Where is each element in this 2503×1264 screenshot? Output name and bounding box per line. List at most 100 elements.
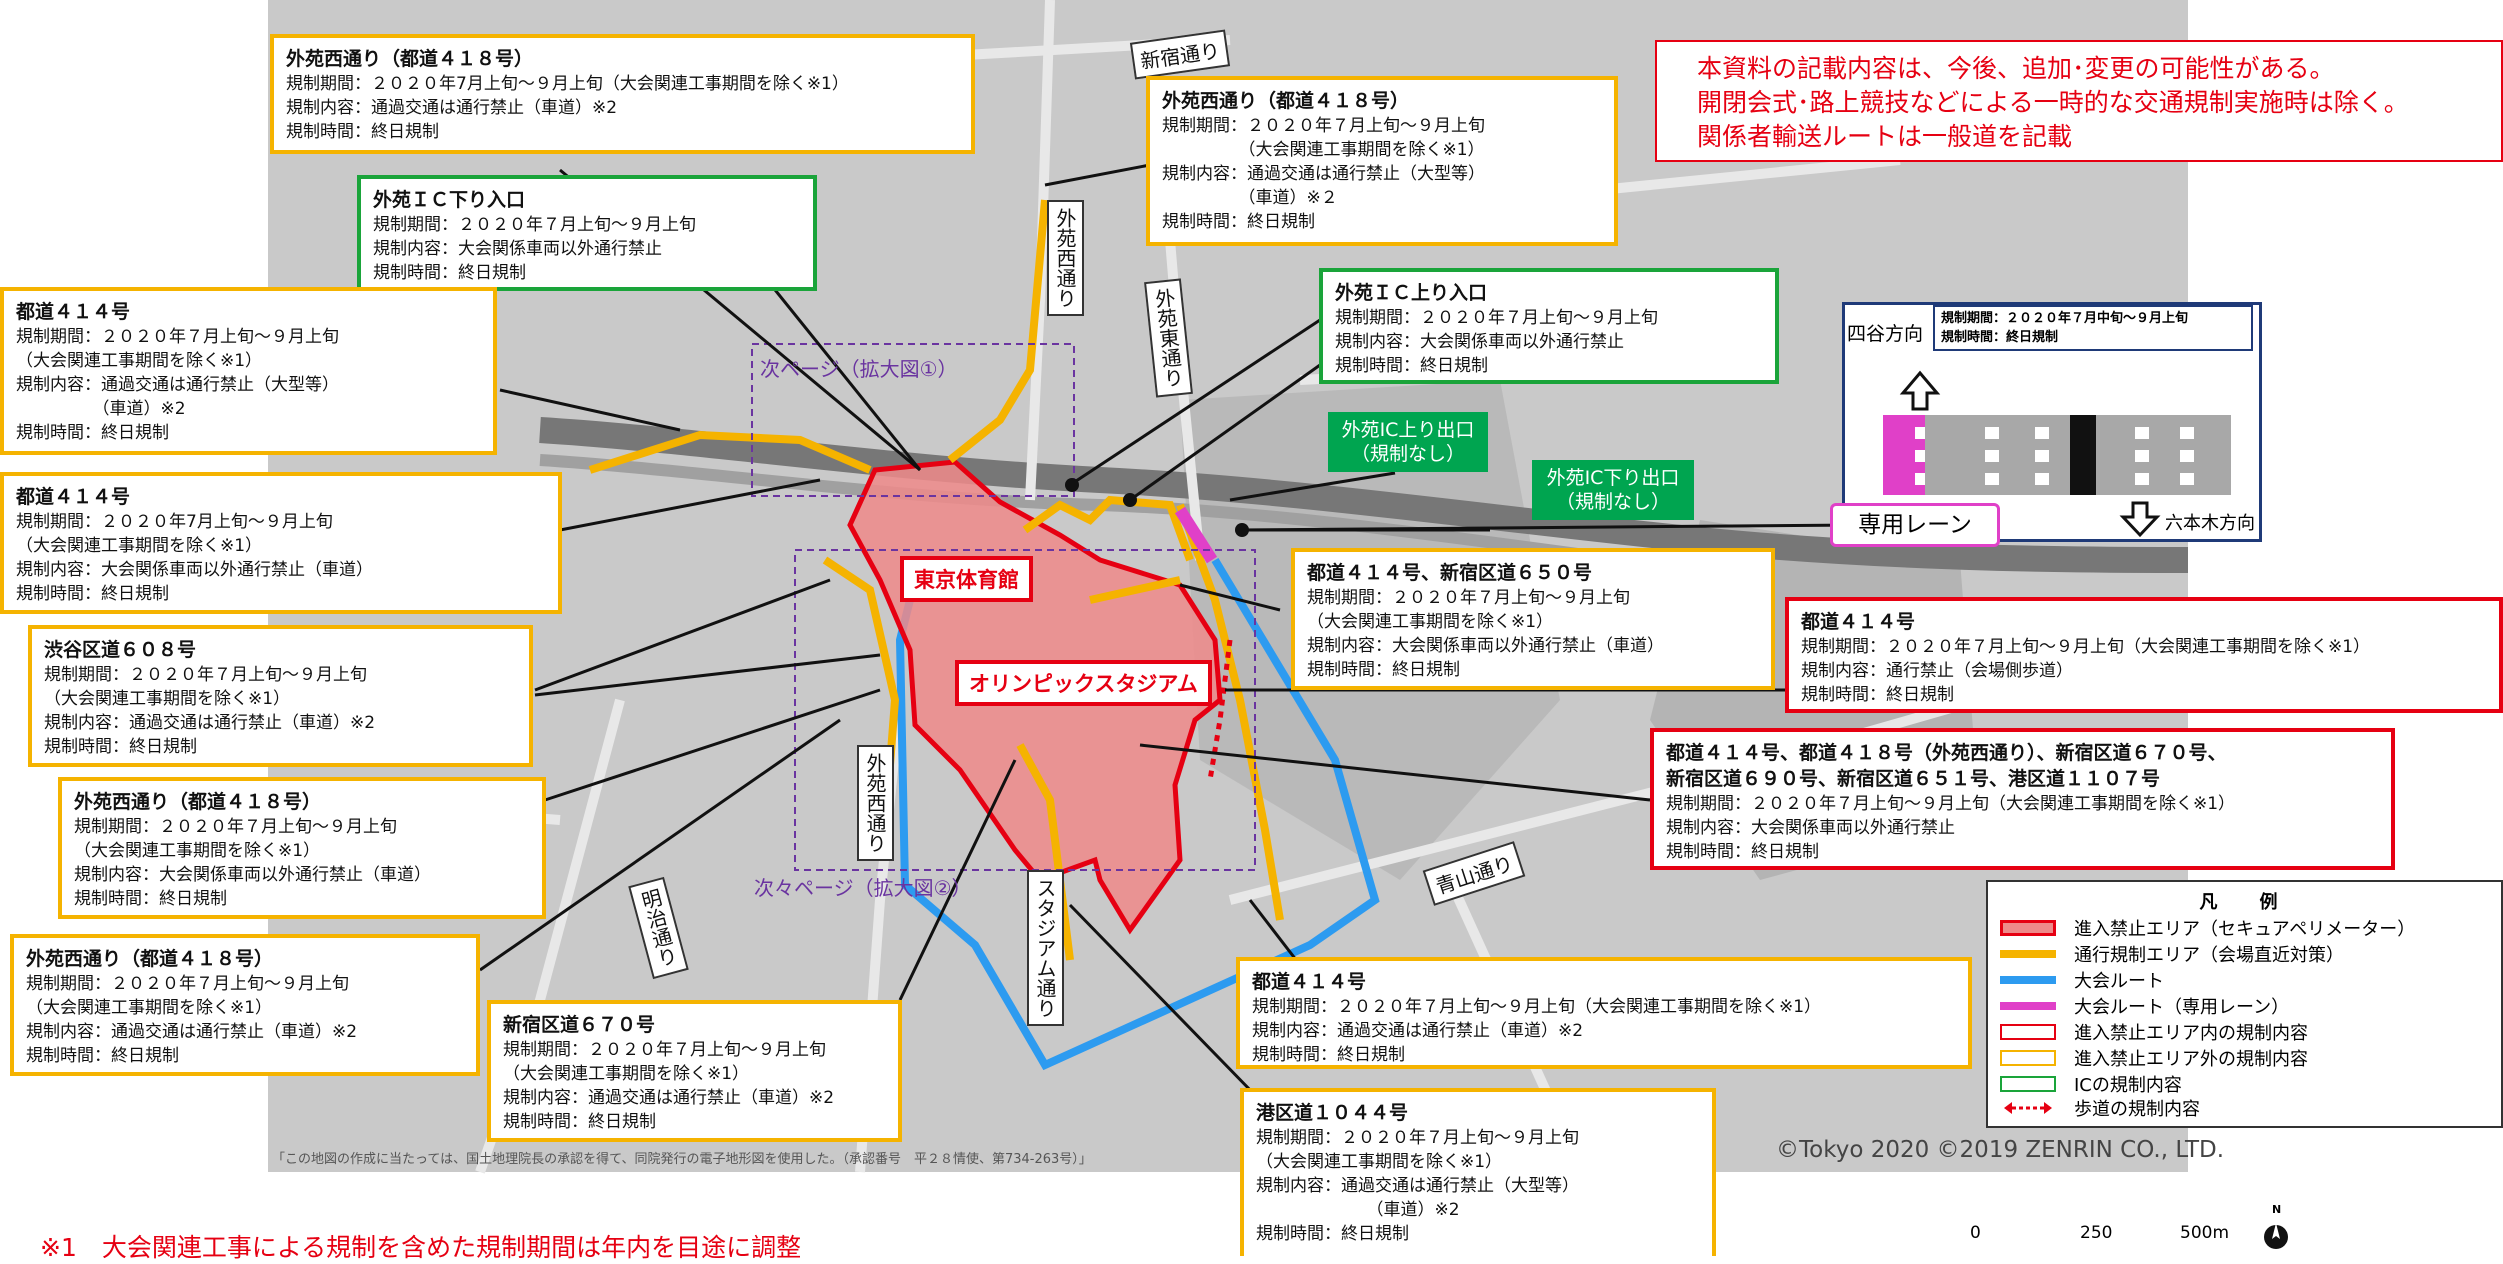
sidewalk-restriction (1207, 639, 1233, 781)
regulation-line: 規制期間：２０２０年７月上旬～９月上旬 (1162, 116, 1485, 136)
legend-item: 進入禁止エリア（セキュアペリメーター） (2000, 916, 2415, 940)
regulation-line: （大会関連工事期間を除く※1） (503, 1064, 750, 1084)
regulation-line: 規制内容：大会関係車両以外通行禁止（車道） (16, 560, 373, 580)
regulation-box-shibuya608: 渋谷区道６０８号 規制期間：２０２０年７月上旬～９月上旬 （大会関連工事期間を除… (28, 625, 533, 767)
regulation-line: 規制期間：２０２０年７月上旬～９月上旬 (26, 974, 349, 994)
ic-down-exit-line1: 外苑IC下り出口 (1546, 467, 1680, 489)
zoom-area-2 (794, 549, 1256, 871)
legend-swatch (2000, 1076, 2056, 1092)
lane-period-header: 規制期間：２０２０年７月中旬～９月上旬 規制時間：終日規制 (1933, 305, 2253, 351)
notice-line: 開閉会式･路上競技などによる一時的な交通規制実施時は除く。 (1697, 88, 2409, 117)
regulation-box-gaien-nishi-4: 外苑西通り（都道４１８号） 規制期間：２０２０年７月上旬～９月上旬 （大会関連工… (10, 934, 480, 1076)
venue-tokyo-gym: 東京体育館 (900, 556, 1033, 602)
regulation-line: 規制時間：終日規制 (16, 423, 169, 443)
scale-tick-0: 0 (1970, 1223, 1981, 1243)
notice-line: 関係者輸送ルートは一般道を記載 (1697, 122, 2073, 151)
legend-item: 大会ルート (2000, 968, 2164, 992)
median (2070, 415, 2096, 495)
regulation-line: 規制期間：２０２０年７月上旬～９月上旬（大会関連工事期間を除く※1） (1801, 637, 2371, 657)
exclusive-lane-panel: 四谷方向 規制期間：２０２０年７月中旬～９月上旬 規制時間：終日規制 六本木方向 (1842, 302, 2262, 542)
legend-swatch (2000, 920, 2056, 936)
regulation-line: 規制内容：大会関係車両以外通行禁止（車道） (1307, 636, 1664, 656)
lane-period-line1: 規制期間：２０２０年７月中旬～９月上旬 (1941, 311, 2189, 326)
regulation-line: （大会関連工事期間を除く※1） (1162, 140, 1485, 160)
legend-label: 歩道の規制内容 (2074, 1099, 2200, 1120)
regulation-line: 規制時間：終日規制 (26, 1046, 179, 1066)
legend-item: 進入禁止エリア外の規制内容 (2000, 1046, 2308, 1070)
regulation-line: 規制時間：終日規制 (1256, 1224, 1409, 1244)
regulation-line: 規制内容：通過交通は通行禁止（車道）※2 (503, 1088, 835, 1108)
regulation-title: 外苑西通り（都道４１８号） (26, 948, 274, 970)
road-label-gaien-nishi-top: 外苑西通り (1047, 200, 1084, 316)
regulation-box-gaien-nishi-3: 外苑西通り（都道４１８号） 規制期間：２０２０年７月上旬～９月上旬 （大会関連工… (58, 777, 546, 919)
legend-swatch (2000, 950, 2056, 958)
regulation-line: 規制時間：終日規制 (44, 737, 197, 757)
regulation-line: 規制時間：終日規制 (1307, 660, 1460, 680)
regulation-title: 港区道１０４４号 (1256, 1102, 1409, 1124)
ic-down-exit-label: 外苑IC下り出口 （規制なし） (1532, 460, 1694, 520)
ic-marker-3 (1235, 523, 1249, 537)
venue-olympic-stadium: オリンピックスタジアム (955, 660, 1212, 706)
regulation-line: （車道）※２ (1162, 188, 1338, 208)
legend-swatch (2000, 976, 2056, 984)
lane-direction-roppongi: 六本木方向 (2165, 513, 2255, 534)
regulation-line: 規制内容：通過交通は通行禁止（大型等） (1256, 1176, 1579, 1196)
notice-line: 本資料の記載内容は、今後、追加･変更の可能性がある。 (1697, 54, 2335, 83)
exclusive-lane (1174, 506, 1218, 564)
regulation-line: 規制期間：２０２０年７月上旬～９月上旬 (1335, 308, 1658, 328)
regulation-title: 外苑ＩＣ下り入口 (373, 189, 526, 211)
event-route-blue (895, 557, 1380, 1071)
regulation-title: 外苑西通り（都道４１８号） (74, 791, 322, 813)
legend-item: 歩道の規制内容 (2000, 1096, 2200, 1120)
regulation-line: 規制期間：２０２０年７月上旬～９月上旬 (1256, 1128, 1579, 1148)
lane-markings (1915, 427, 2194, 485)
regulation-line: 規制期間：２０２０年７月上旬～９月上旬 (1307, 588, 1630, 608)
regulation-line: 規制期間：２０２０年７月上旬～９月上旬 (44, 665, 367, 685)
lane-period-line2: 規制時間：終日規制 (1941, 330, 2059, 345)
regulation-box-route414-3: 都道４１４号 規制期間：２０２０年７月上旬～９月上旬（大会関連工事期間を除く※1… (1236, 957, 1972, 1069)
regulation-line: 規制時間：終日規制 (16, 584, 169, 604)
regulation-line: 規制期間：２０２０年７月上旬～９月上旬 (74, 817, 397, 837)
exclusive-lane-label: 専用レーン (1830, 503, 2000, 547)
regulation-title: 都道４１４号、都道４１８号（外苑西通り）、新宿区道６７０号、 (1666, 742, 2227, 764)
regulation-box-route414-shinjuku650: 都道４１４号、新宿区道６５０号 規制期間：２０２０年７月上旬～９月上旬 （大会関… (1291, 548, 1775, 690)
road-label-stadium: スタジアム通り (1027, 870, 1064, 1026)
legend-swatch (2000, 1002, 2056, 1010)
regulation-line: 規制内容：通過交通は通行禁止（大型等） (1162, 164, 1485, 184)
scale-tick-250: 250 (2080, 1223, 2113, 1243)
north-arrow-icon (2264, 1223, 2288, 1249)
regulation-line: 規制期間：２０２０年７月上旬～９月上旬（大会関連工事期間を除く※1） (1666, 794, 2236, 814)
zoom-label-1: 次ページ（拡大図①） (760, 357, 958, 381)
regulation-title: 都道４１４号、新宿区道６５０号 (1307, 562, 1593, 584)
ic-marker-1 (1065, 478, 1079, 492)
regulation-line: 規制時間：終日規制 (286, 122, 439, 142)
regulation-box-route414-1: 都道４１４号 規制期間：２０２０年７月上旬～９月上旬 （大会関連工事期間を除く※… (0, 287, 497, 455)
regulation-line: 規制期間：２０２０年７月上旬～９月上旬 (373, 215, 696, 235)
regulation-line: 規制時間：終日規制 (373, 263, 526, 283)
regulation-box-route414-sidewalk: 都道４１４号 規制期間：２０２０年７月上旬～９月上旬（大会関連工事期間を除く※1… (1785, 597, 2503, 713)
regulation-box-ic-down-entrance: 外苑ＩＣ下り入口 規制期間：２０２０年７月上旬～９月上旬 規制内容：大会関係車両… (357, 175, 817, 291)
scale-bar: 0 250 500m N (1970, 1203, 2310, 1255)
arrow-up-icon (1899, 370, 1941, 411)
copyright: ©Tokyo 2020 ©2019 ZENRIN CO., LTD. (1776, 1137, 2225, 1163)
regulation-line: （大会関連工事期間を除く※1） (16, 536, 263, 556)
regulation-line: （大会関連工事期間を除く※1） (74, 841, 321, 861)
road-surface-right (2096, 415, 2231, 495)
ic-up-exit-label: 外苑IC上り出口 （規制なし） (1328, 412, 1488, 472)
regulation-line: 規制内容：大会関係車両以外通行禁止（車道） (74, 865, 431, 885)
regulation-line: 規制時間：終日規制 (1801, 685, 1954, 705)
legend-title: 凡 例 (2199, 892, 2290, 913)
ic-up-exit-line2: （規制なし） (1350, 443, 1465, 465)
lane-direction-yotsuya: 四谷方向 (1847, 323, 1924, 345)
regulation-title: 新宿区道６７０号 (503, 1014, 656, 1036)
legend-item: 大会ルート（専用レーン） (2000, 994, 2289, 1018)
legend-item: 進入禁止エリア内の規制内容 (2000, 1020, 2308, 1044)
regulation-line: 規制期間：２０２０年７月上旬～９月上旬 (503, 1040, 826, 1060)
regulation-line: 規制内容：通過交通は通行禁止（車道）※2 (44, 713, 376, 733)
regulation-box-shinjuku670: 新宿区道６７０号 規制期間：２０２０年７月上旬～９月上旬 （大会関連工事期間を除… (487, 1000, 902, 1142)
lane-diagram (1883, 370, 2231, 538)
footnote-1: ※1 大会関連工事による規制を含めた規制期間は年内を目途に調整 (40, 1233, 802, 1262)
regulation-title-2: 新宿区道６９０号、新宿区道６５１号、港区道１１０７号 (1666, 768, 2161, 790)
legend-item: 通行規制エリア（会場直近対策） (2000, 942, 2344, 966)
regulation-line: 規制内容：通過交通は通行禁止（車道）※2 (26, 1022, 358, 1042)
